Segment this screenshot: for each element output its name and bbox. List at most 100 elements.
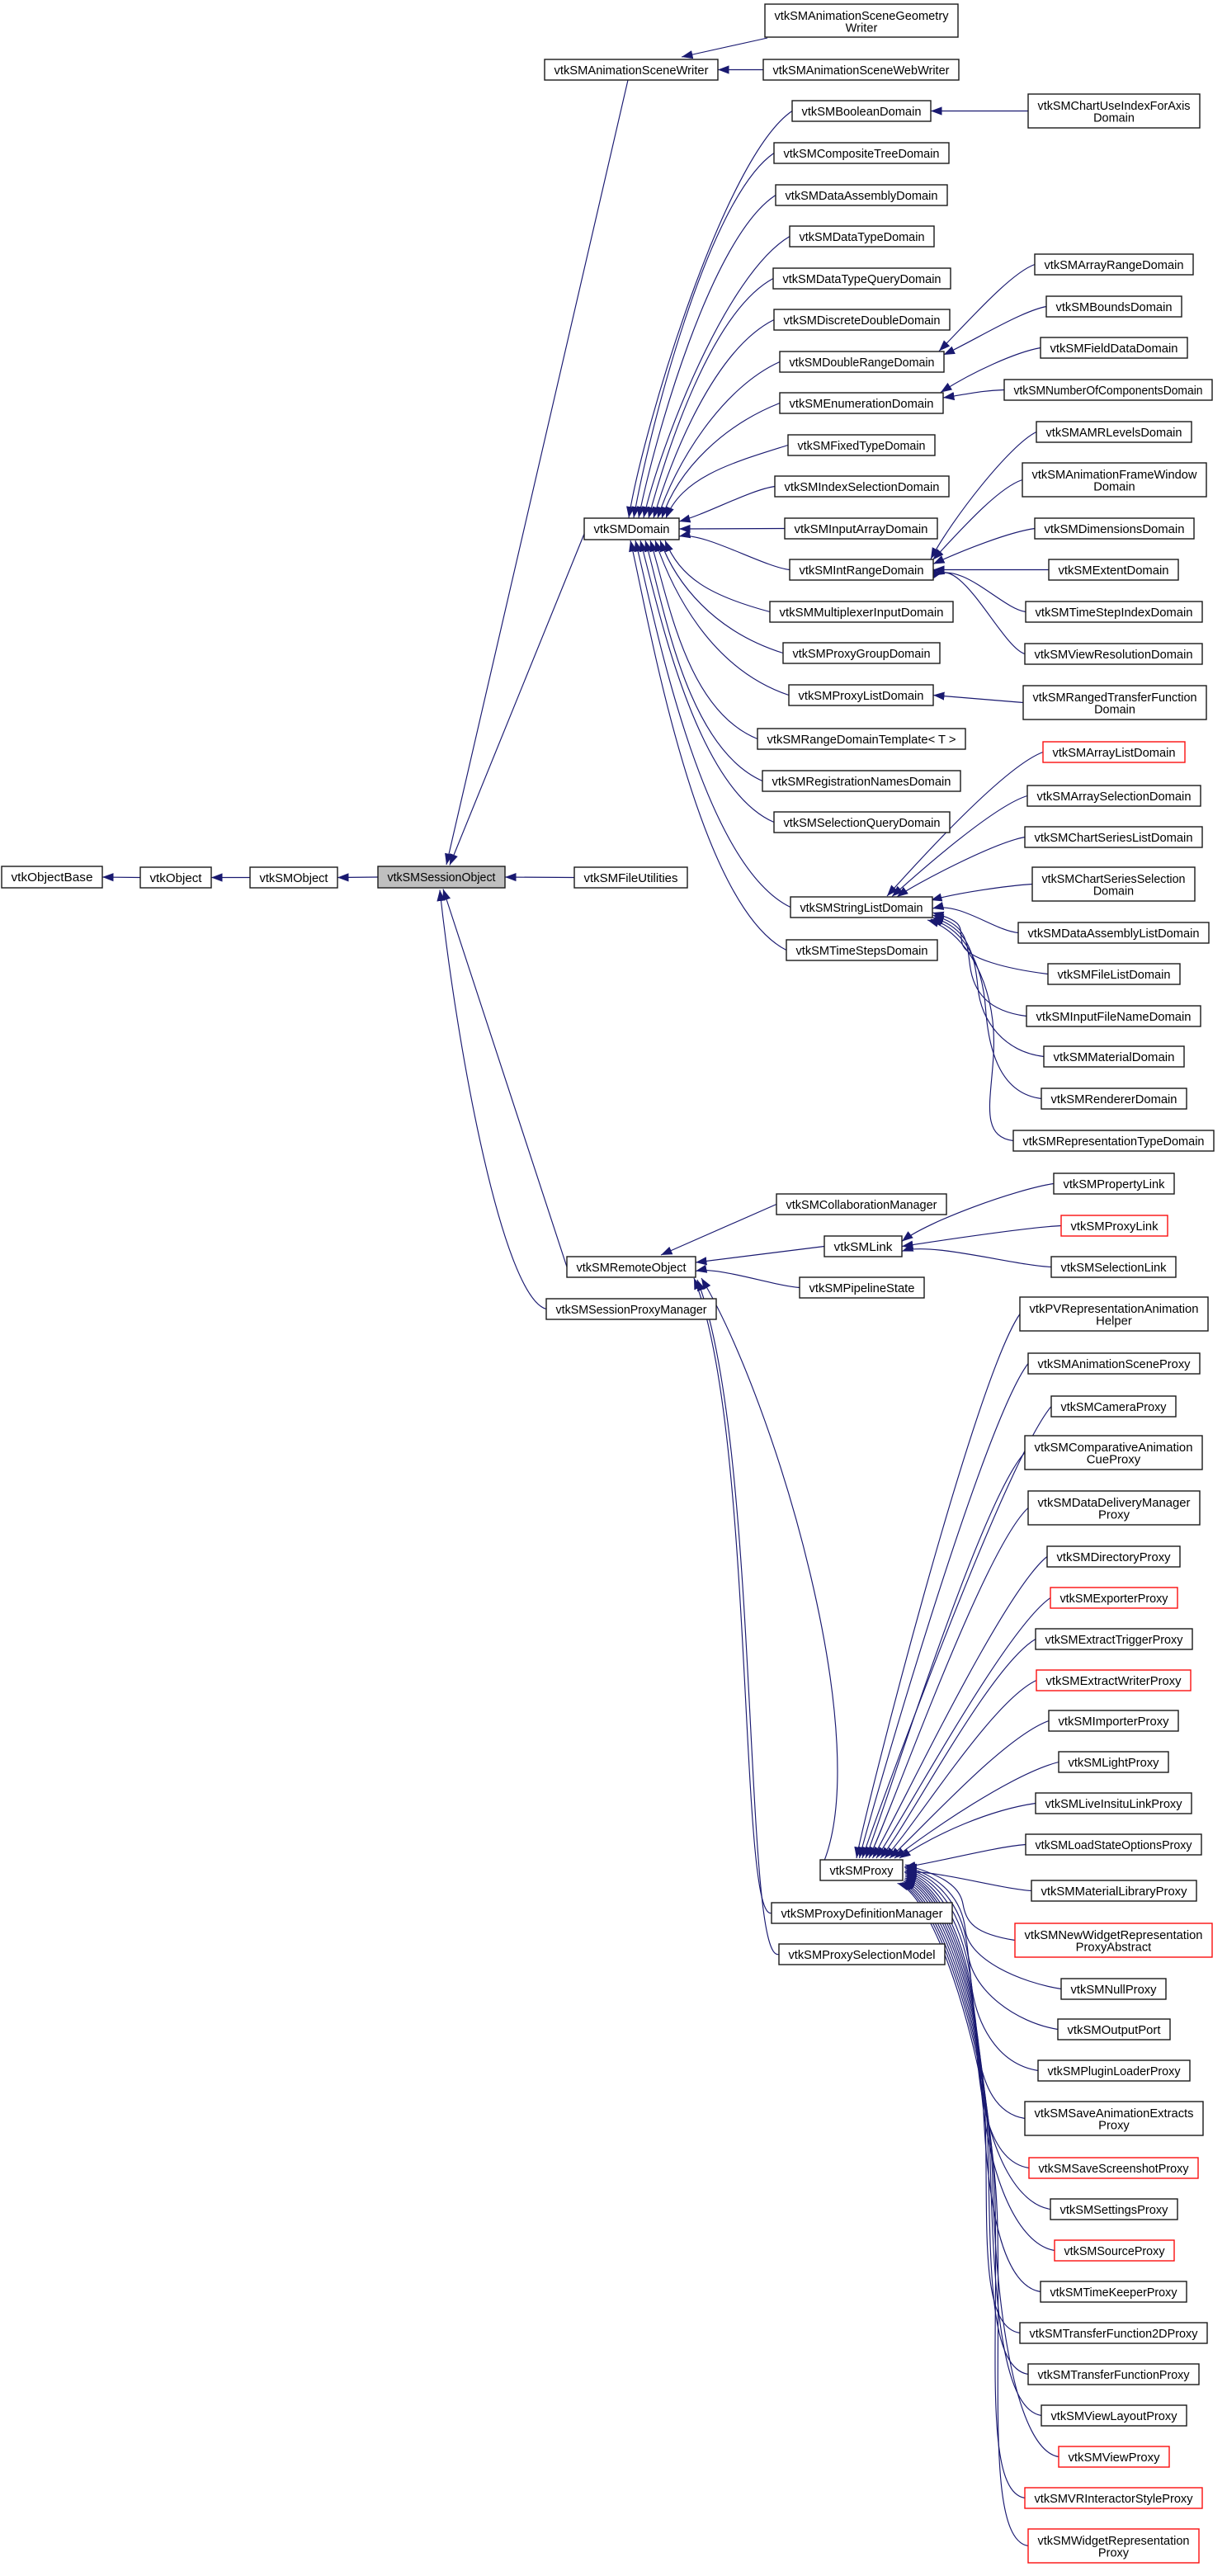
svg-text:vtkSMExtractWriterProxy: vtkSMExtractWriterProxy [1046,1675,1182,1688]
svg-text:vtkSMSessionObject: vtkSMSessionObject [388,871,496,885]
svg-text:vtkSMSettingsProxy: vtkSMSettingsProxy [1060,2204,1169,2217]
svg-text:vtkSMAnimationSceneWriter: vtkSMAnimationSceneWriter [555,64,709,78]
svg-text:vtkSMComparativeAnimation: vtkSMComparativeAnimation [1035,1441,1193,1455]
svg-text:vtkSMPluginLoaderProxy: vtkSMPluginLoaderProxy [1048,2065,1182,2078]
svg-text:vtkSMDiscreteDoubleDomain: vtkSMDiscreteDoubleDomain [784,314,941,328]
svg-text:vtkSMExtractTriggerProxy: vtkSMExtractTriggerProxy [1045,1634,1184,1647]
svg-text:vtkSMArrayListDomain: vtkSMArrayListDomain [1053,747,1176,760]
svg-text:vtkSMBoundsDomain: vtkSMBoundsDomain [1056,301,1173,314]
svg-text:vtkSMTransferFunctionProxy: vtkSMTransferFunctionProxy [1038,2369,1191,2382]
svg-text:vtkSMSelectionQueryDomain: vtkSMSelectionQueryDomain [784,817,941,830]
svg-text:vtkSMCompositeTreeDomain: vtkSMCompositeTreeDomain [784,148,940,161]
svg-text:vtkSMSaveAnimationExtracts: vtkSMSaveAnimationExtracts [1035,2107,1194,2121]
svg-text:vtkSMEnumerationDomain: vtkSMEnumerationDomain [790,398,934,411]
svg-text:ProxyAbstract: ProxyAbstract [1076,1941,1152,1955]
svg-text:vtkSMViewProxy: vtkSMViewProxy [1069,2451,1161,2465]
svg-text:vtkSMLoadStateOptionsProxy: vtkSMLoadStateOptionsProxy [1036,1839,1193,1852]
svg-text:vtkSMCameraProxy: vtkSMCameraProxy [1061,1401,1168,1414]
svg-text:vtkSMSourceProxy: vtkSMSourceProxy [1064,2245,1166,2258]
svg-text:vtkSMAnimationFrameWindow: vtkSMAnimationFrameWindow [1032,469,1198,482]
svg-text:vtkSMTransferFunction2DProxy: vtkSMTransferFunction2DProxy [1030,2328,1199,2341]
svg-text:vtkSMBooleanDomain: vtkSMBooleanDomain [802,106,922,119]
svg-text:vtkSMLiveInsituLinkProxy: vtkSMLiveInsituLinkProxy [1045,1798,1183,1811]
svg-text:Domain: Domain [1094,704,1135,717]
svg-text:vtkSMAMRLevelsDomain: vtkSMAMRLevelsDomain [1046,427,1182,440]
svg-text:vtkSMMultiplexerInputDomain: vtkSMMultiplexerInputDomain [780,606,944,620]
svg-text:vtkSMExporterProxy: vtkSMExporterProxy [1060,1592,1169,1606]
svg-text:vtkSMRegistrationNamesDomain: vtkSMRegistrationNamesDomain [772,776,951,789]
svg-text:vtkSMTimeStepsDomain: vtkSMTimeStepsDomain [796,945,928,958]
svg-text:vtkSMLink: vtkSMLink [834,1241,894,1254]
svg-text:vtkObject: vtkObject [150,872,202,885]
svg-text:vtkSMMaterialDomain: vtkSMMaterialDomain [1054,1051,1175,1064]
svg-text:vtkSMMaterialLibraryProxy: vtkSMMaterialLibraryProxy [1041,1885,1188,1899]
svg-text:vtkSMDoubleRangeDomain: vtkSMDoubleRangeDomain [790,356,935,370]
svg-text:vtkSMAnimationSceneGeometry: vtkSMAnimationSceneGeometry [775,10,950,23]
svg-text:vtkSMRangedTransferFunction: vtkSMRangedTransferFunction [1033,691,1197,705]
svg-text:vtkSMChartSeriesSelection: vtkSMChartSeriesSelection [1042,873,1186,886]
svg-text:vtkSMArraySelectionDomain: vtkSMArraySelectionDomain [1037,790,1192,804]
svg-text:vtkSMDataTypeQueryDomain: vtkSMDataTypeQueryDomain [783,273,941,286]
svg-text:vtkSMFileUtilities: vtkSMFileUtilities [584,872,678,885]
svg-text:Proxy: Proxy [1098,2547,1130,2560]
svg-text:Domain: Domain [1093,112,1135,125]
svg-text:vtkSMProxy: vtkSMProxy [830,1865,894,1878]
svg-text:Domain: Domain [1093,885,1134,899]
svg-text:vtkSMFileListDomain: vtkSMFileListDomain [1058,969,1171,982]
svg-text:vtkSMSessionProxyManager: vtkSMSessionProxyManager [556,1304,707,1317]
svg-text:vtkSMChartUseIndexForAxis: vtkSMChartUseIndexForAxis [1038,100,1191,113]
svg-text:Writer: Writer [846,22,878,35]
svg-text:vtkSMStringListDomain: vtkSMStringListDomain [800,902,923,915]
svg-text:vtkSMProxyGroupDomain: vtkSMProxyGroupDomain [793,648,931,661]
svg-text:vtkSMNumberOfComponentsDomain: vtkSMNumberOfComponentsDomain [1014,385,1203,398]
svg-text:vtkSMCollaborationManager: vtkSMCollaborationManager [786,1199,937,1212]
svg-text:vtkSMIndexSelectionDomain: vtkSMIndexSelectionDomain [785,481,940,494]
svg-text:vtkSMInputArrayDomain: vtkSMInputArrayDomain [795,523,928,536]
svg-text:CueProxy: CueProxy [1087,1454,1141,1467]
svg-text:Proxy: Proxy [1098,2120,1130,2133]
svg-text:vtkSMImporterProxy: vtkSMImporterProxy [1059,1715,1170,1729]
svg-text:vtkSMChartSeriesListDomain: vtkSMChartSeriesListDomain [1035,832,1193,845]
svg-text:vtkSMProxySelectionModel: vtkSMProxySelectionModel [789,1949,936,1962]
svg-text:vtkSMProxyLink: vtkSMProxyLink [1071,1220,1159,1234]
svg-text:vtkSMViewResolutionDomain: vtkSMViewResolutionDomain [1035,649,1193,662]
svg-text:vtkSMArrayRangeDomain: vtkSMArrayRangeDomain [1045,259,1184,272]
svg-text:vtkSMWidgetRepresentation: vtkSMWidgetRepresentation [1038,2535,1190,2548]
svg-text:Domain: Domain [1093,481,1135,494]
svg-text:vtkSMDimensionsDomain: vtkSMDimensionsDomain [1045,523,1185,536]
svg-text:vtkSMTimeStepIndexDomain: vtkSMTimeStepIndexDomain [1036,606,1193,620]
svg-text:vtkSMNullProxy: vtkSMNullProxy [1071,1984,1158,1997]
svg-text:Helper: Helper [1096,1315,1132,1328]
svg-text:vtkSMDataAssemblyListDomain: vtkSMDataAssemblyListDomain [1028,927,1200,941]
svg-text:vtkSMPipelineState: vtkSMPipelineState [809,1282,915,1295]
svg-text:vtkSMRepresentationTypeDomain: vtkSMRepresentationTypeDomain [1023,1135,1205,1149]
svg-text:vtkSMSelectionLink: vtkSMSelectionLink [1061,1262,1168,1275]
svg-text:vtkSMRangeDomainTemplate< T >: vtkSMRangeDomainTemplate< T > [767,734,956,747]
svg-text:vtkSMNewWidgetRepresentation: vtkSMNewWidgetRepresentation [1025,1929,1203,1942]
svg-text:vtkSMAnimationSceneProxy: vtkSMAnimationSceneProxy [1038,1358,1192,1371]
svg-text:vtkSMOutputPort: vtkSMOutputPort [1068,2024,1161,2037]
svg-text:vtkObjectBase: vtkObjectBase [12,871,93,885]
svg-text:vtkSMProxyDefinitionManager: vtkSMProxyDefinitionManager [781,1908,943,1921]
svg-text:vtkSMDomain: vtkSMDomain [594,523,670,536]
svg-text:vtkSMDirectoryProxy: vtkSMDirectoryProxy [1057,1551,1172,1564]
svg-text:vtkSMTimeKeeperProxy: vtkSMTimeKeeperProxy [1050,2286,1178,2300]
svg-text:vtkSMVRInteractorStyleProxy: vtkSMVRInteractorStyleProxy [1035,2493,1194,2506]
svg-text:vtkSMDataDeliveryManager: vtkSMDataDeliveryManager [1038,1497,1191,1510]
svg-text:vtkSMLightProxy: vtkSMLightProxy [1069,1757,1160,1770]
svg-text:vtkSMObject: vtkSMObject [260,872,328,885]
svg-text:vtkPVRepresentationAnimation: vtkPVRepresentationAnimation [1030,1303,1199,1316]
svg-text:vtkSMInputFileNameDomain: vtkSMInputFileNameDomain [1036,1011,1192,1024]
svg-text:vtkSMFieldDataDomain: vtkSMFieldDataDomain [1050,342,1178,356]
svg-text:vtkSMRendererDomain: vtkSMRendererDomain [1051,1093,1177,1106]
svg-text:vtkSMRemoteObject: vtkSMRemoteObject [577,1262,687,1275]
svg-text:vtkSMExtentDomain: vtkSMExtentDomain [1059,564,1169,578]
svg-text:Proxy: Proxy [1098,1509,1130,1522]
svg-text:vtkSMPropertyLink: vtkSMPropertyLink [1064,1178,1166,1191]
svg-text:vtkSMViewLayoutProxy: vtkSMViewLayoutProxy [1051,2410,1178,2423]
svg-text:vtkSMDataAssemblyDomain: vtkSMDataAssemblyDomain [786,190,938,203]
svg-text:vtkSMProxyListDomain: vtkSMProxyListDomain [799,690,924,703]
svg-text:vtkSMAnimationSceneWebWriter: vtkSMAnimationSceneWebWriter [773,64,950,78]
svg-text:vtkSMDataTypeDomain: vtkSMDataTypeDomain [800,231,925,244]
svg-text:vtkSMFixedTypeDomain: vtkSMFixedTypeDomain [798,440,926,453]
